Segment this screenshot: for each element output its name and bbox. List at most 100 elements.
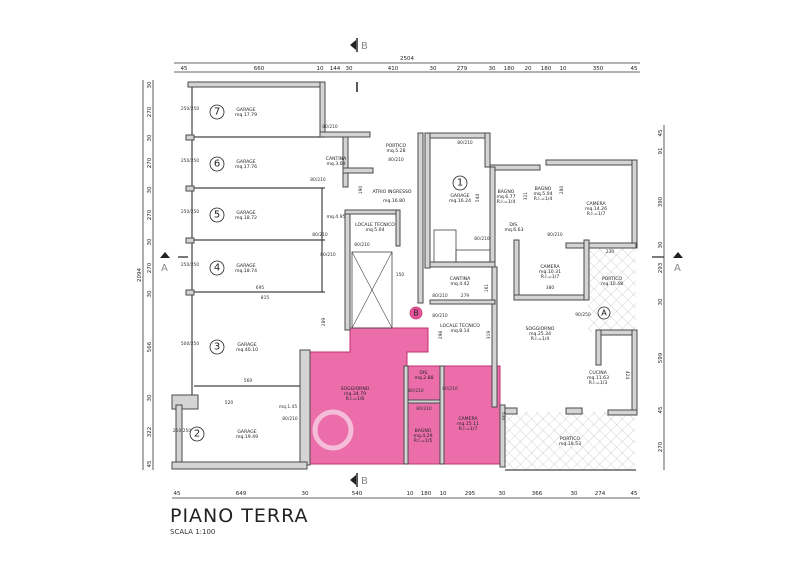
top-dimensions: 2504 45 660 10 144 30 410 30 279 30 180 … xyxy=(174,56,640,73)
svg-text:80/210: 80/210 xyxy=(320,252,336,258)
svg-text:250/250: 250/250 xyxy=(181,106,199,112)
svg-text:10: 10 xyxy=(440,491,447,497)
svg-text:3: 3 xyxy=(214,342,220,353)
svg-text:150: 150 xyxy=(396,272,405,278)
section-marker-bottom: B xyxy=(350,473,368,487)
svg-text:319: 319 xyxy=(486,331,492,340)
svg-text:80/210: 80/210 xyxy=(416,406,432,412)
svg-text:80/210: 80/210 xyxy=(310,177,326,183)
svg-text:293: 293 xyxy=(658,262,664,273)
svg-text:410: 410 xyxy=(388,66,399,72)
svg-text:80/210: 80/210 xyxy=(312,232,328,238)
svg-text:180: 180 xyxy=(504,66,515,72)
svg-text:270: 270 xyxy=(147,106,153,117)
svg-text:mq.1.45: mq.1.45 xyxy=(279,404,297,410)
svg-text:80/210: 80/210 xyxy=(547,232,563,238)
svg-text:7: 7 xyxy=(214,107,220,118)
svg-text:366: 366 xyxy=(532,491,543,497)
svg-text:295: 295 xyxy=(465,491,476,497)
svg-text:270: 270 xyxy=(658,441,664,452)
svg-text:321: 321 xyxy=(523,192,529,201)
svg-text:424: 424 xyxy=(624,371,630,380)
svg-text:815: 815 xyxy=(261,295,270,301)
svg-text:270: 270 xyxy=(147,157,153,168)
svg-text:90/250: 90/250 xyxy=(575,312,591,318)
svg-text:530: 530 xyxy=(500,412,506,421)
svg-text:91: 91 xyxy=(658,148,664,155)
svg-text:B: B xyxy=(361,41,368,52)
svg-text:180: 180 xyxy=(421,491,432,497)
svg-text:30: 30 xyxy=(658,298,664,305)
section-marker-a-right: A xyxy=(652,252,683,274)
svg-text:B: B xyxy=(361,476,368,487)
svg-text:30: 30 xyxy=(147,134,153,141)
portico-bottom-hatch xyxy=(505,412,635,470)
svg-text:144: 144 xyxy=(330,66,341,72)
svg-text:279: 279 xyxy=(457,66,468,72)
svg-text:380: 380 xyxy=(546,285,555,291)
svg-text:230: 230 xyxy=(606,249,615,255)
svg-text:10: 10 xyxy=(317,66,324,72)
svg-text:80/210: 80/210 xyxy=(322,124,338,130)
svg-text:DIS.mq.2.88: DIS.mq.2.88 xyxy=(414,370,433,381)
svg-text:30: 30 xyxy=(346,66,353,72)
door-labels: 80/210 80/210 80/210 80/210 80/210 80/21… xyxy=(282,124,591,422)
svg-text:30: 30 xyxy=(147,290,153,297)
svg-text:322: 322 xyxy=(147,427,153,438)
svg-text:695: 695 xyxy=(256,285,265,291)
section-marker-a-left: A xyxy=(160,252,188,274)
svg-text:80/210: 80/210 xyxy=(432,313,448,319)
svg-text:45: 45 xyxy=(658,406,664,413)
svg-text:80/210: 80/210 xyxy=(432,293,448,299)
svg-text:2: 2 xyxy=(194,429,200,440)
svg-text:30: 30 xyxy=(147,394,153,401)
svg-text:566: 566 xyxy=(147,341,153,352)
svg-text:80/210: 80/210 xyxy=(474,236,490,242)
svg-text:250/250: 250/250 xyxy=(181,158,199,164)
plan-title: PIANO TERRA xyxy=(170,505,309,527)
svg-text:80/210: 80/210 xyxy=(388,157,404,163)
svg-text:80/210: 80/210 xyxy=(457,140,473,146)
svg-text:45: 45 xyxy=(631,491,638,497)
svg-text:A: A xyxy=(601,309,607,318)
svg-text:649: 649 xyxy=(236,491,247,497)
svg-text:A: A xyxy=(161,263,168,274)
svg-text:45: 45 xyxy=(147,460,153,467)
svg-text:500/250: 500/250 xyxy=(181,341,199,347)
svg-text:45: 45 xyxy=(631,66,638,72)
svg-text:270: 270 xyxy=(147,209,153,220)
svg-text:298: 298 xyxy=(438,331,444,340)
svg-text:520: 520 xyxy=(225,400,234,406)
svg-text:540: 540 xyxy=(352,491,363,497)
svg-text:30: 30 xyxy=(489,66,496,72)
svg-text:5: 5 xyxy=(214,210,220,221)
svg-text:280: 280 xyxy=(559,186,565,195)
svg-text:274: 274 xyxy=(595,491,606,497)
svg-text:660: 660 xyxy=(254,66,265,72)
svg-text:80/210: 80/210 xyxy=(282,416,298,422)
